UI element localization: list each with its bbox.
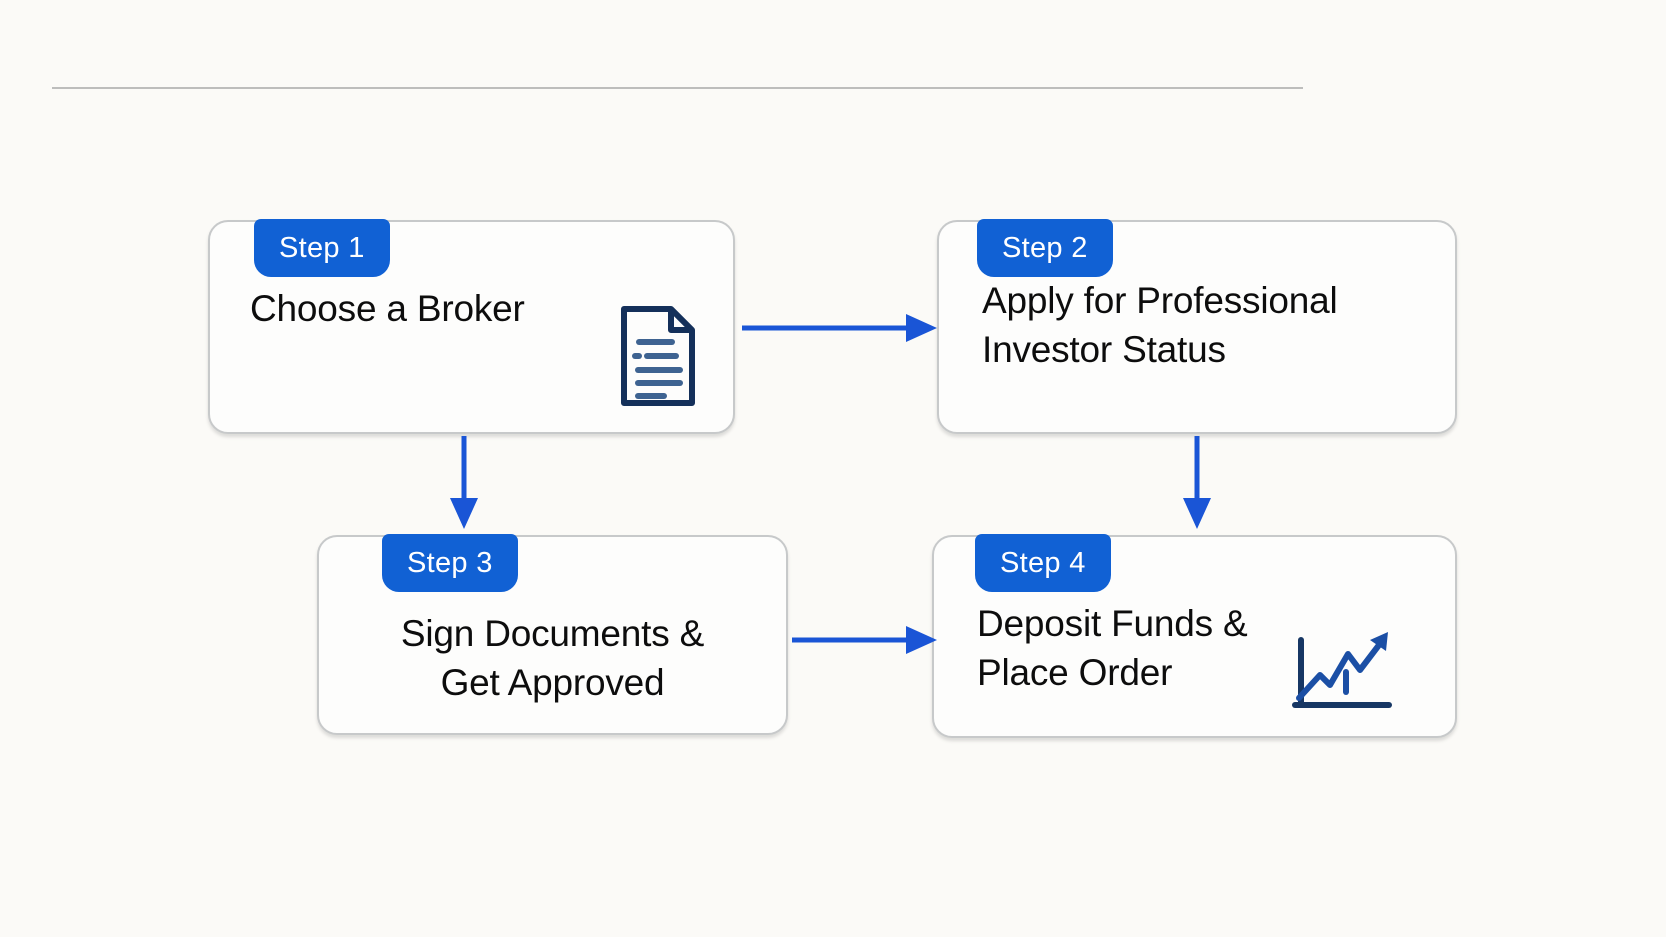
step-2-badge: Step 2 bbox=[977, 219, 1113, 277]
step-1-badge: Step 1 bbox=[254, 219, 390, 277]
arrow-step1-to-step2 bbox=[742, 314, 937, 342]
step-3-card: Step 3 Sign Documents & Get Approved bbox=[317, 534, 788, 735]
arrow-step3-to-step4 bbox=[792, 626, 937, 654]
arrow-step1-to-step3 bbox=[450, 436, 478, 529]
step-3-title: Sign Documents & Get Approved bbox=[400, 613, 705, 703]
step-1-title: Choose a Broker bbox=[250, 288, 525, 329]
step-4-title: Deposit Funds & Place Order bbox=[977, 603, 1248, 693]
chart-icon bbox=[1292, 632, 1392, 708]
step-3-badge: Step 3 bbox=[382, 534, 518, 592]
step-4-badge: Step 4 bbox=[975, 534, 1111, 592]
step-2-title: Apply for Professional Investor Status bbox=[982, 280, 1338, 370]
step-4-card: Step 4 Deposit Funds & Place Order bbox=[932, 534, 1457, 738]
arrow-step2-to-step4 bbox=[1183, 436, 1211, 529]
divider-line bbox=[52, 87, 1303, 89]
step-2-card: Step 2 Apply for Professional Investor S… bbox=[937, 219, 1457, 434]
document-icon bbox=[621, 306, 695, 406]
step-1-card: Step 1 Choose a Broker bbox=[208, 219, 735, 434]
